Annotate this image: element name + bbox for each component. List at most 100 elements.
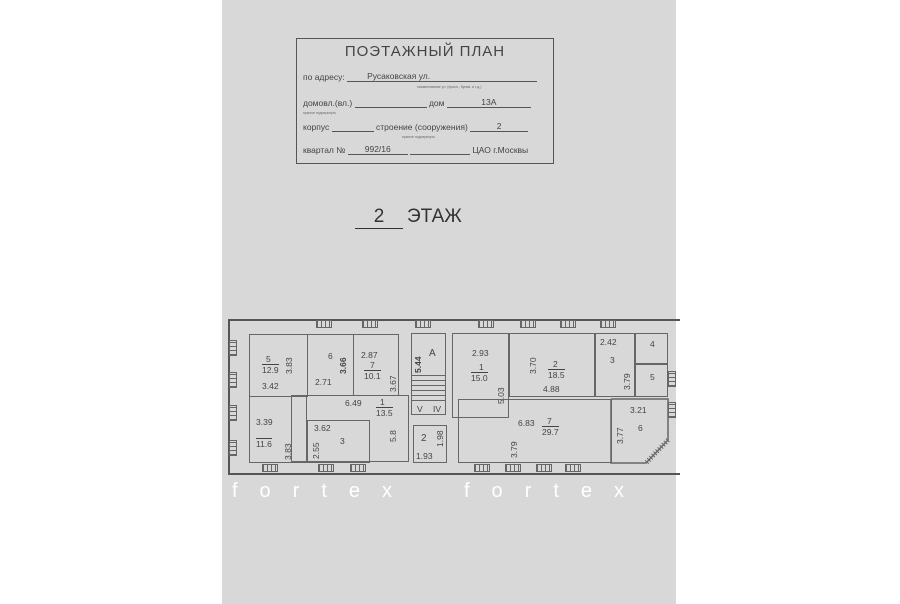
room-number: 2	[421, 433, 427, 444]
room-dimension: 3.42	[262, 381, 279, 391]
room-dimension: 3.70	[528, 357, 538, 374]
address-row: по адресу: Русаковская ул.	[303, 71, 538, 82]
stair-mark-v: V	[417, 404, 423, 414]
window	[229, 440, 237, 456]
district: ЦАО г.Москвы	[472, 145, 529, 155]
room-area: 18.5	[548, 369, 565, 380]
korpus-label: корпус	[303, 122, 330, 132]
room-dimension: 2.87	[361, 350, 378, 360]
room-area: 15.0	[471, 372, 488, 383]
window	[520, 320, 536, 328]
watermark: fortex	[232, 480, 415, 502]
window	[350, 464, 366, 472]
domovl-line	[354, 107, 427, 108]
room-dimension: 6.83	[518, 418, 535, 428]
address-hint: наименование ул. (просп., бульв. и т.д.)	[417, 85, 482, 89]
room-dimension: 3.83	[284, 357, 294, 374]
watermark: fortex	[464, 480, 647, 502]
room-dimension: 3.79	[622, 373, 632, 390]
window	[536, 464, 552, 472]
window	[560, 320, 576, 328]
domovl-label: домовл.(вл.)	[303, 98, 353, 108]
floor-text: ЭТАЖ	[407, 206, 462, 227]
room-number: 3	[340, 436, 345, 446]
stamp-title: ПОЭТАЖНЫЙ ПЛАН	[344, 43, 506, 60]
window	[505, 464, 521, 472]
dom-label: дом	[428, 98, 445, 108]
room-area: 12.9	[262, 364, 279, 375]
room-dimension: 3.67	[388, 375, 398, 392]
stair-mark-iv: IV	[433, 404, 442, 414]
window	[229, 405, 237, 421]
room-dimension: 1.98	[435, 430, 445, 447]
room-number: 7	[547, 416, 552, 426]
room-dimension: 3.66	[338, 357, 348, 374]
room-dimension: 3.62	[314, 423, 331, 433]
room-number: 2	[553, 359, 558, 369]
room-number: 6	[638, 423, 643, 433]
stroenie-value: 2	[470, 121, 529, 132]
room-number: 5	[266, 354, 271, 364]
window	[229, 340, 237, 356]
kvartal-row: квартал № 992/16 ЦАО г.Москвы	[303, 144, 528, 155]
room-r7	[458, 399, 612, 463]
room-r6-outline	[610, 398, 670, 465]
blank-line	[410, 154, 471, 155]
window	[316, 320, 332, 328]
window	[565, 464, 581, 472]
stair-label: А	[429, 348, 436, 359]
window	[478, 320, 494, 328]
room-dimension: 2.93	[472, 348, 489, 358]
address-value: Русаковская ул.	[347, 71, 538, 82]
room-1-corridor	[291, 395, 409, 462]
room-area: 29.7	[542, 426, 559, 437]
staircase	[411, 333, 446, 415]
room-4	[249, 396, 307, 463]
room-dimension: 4.88	[543, 384, 560, 394]
room-number: 1	[380, 397, 385, 407]
room-dimension: 5.8	[388, 430, 398, 442]
room-dimension: 3.21	[630, 405, 647, 415]
title-stamp: ПОЭТАЖНЫЙ ПЛАН по адресу: Русаковская ул…	[296, 38, 554, 164]
address-label: по адресу:	[303, 72, 345, 82]
window	[474, 464, 490, 472]
room-dimension: 3.83	[283, 443, 293, 460]
window	[318, 464, 334, 472]
room-number: 1	[479, 362, 484, 372]
kvartal-label: квартал №	[303, 145, 346, 155]
room-number: 6	[328, 351, 333, 361]
room-r4	[635, 333, 668, 364]
room-area: 13.5	[376, 407, 393, 418]
dom-value: 13А	[446, 97, 531, 108]
room-2-small	[413, 425, 447, 463]
window	[600, 320, 616, 328]
paper-sheet	[222, 0, 676, 604]
room-r1	[452, 333, 509, 418]
room-number: 4	[650, 339, 655, 349]
stroenie-row: корпус строение (сооружения) 2	[303, 121, 529, 132]
floor-plan	[228, 319, 680, 475]
room-dimension: 2.42	[600, 337, 617, 347]
room-dimension: 1.93	[416, 451, 433, 461]
domovl-row: домовл.(вл.) дом 13А	[303, 97, 531, 108]
stairs	[412, 375, 445, 401]
stroenie-hint: нужное подчеркнуть	[402, 135, 436, 139]
window	[362, 320, 378, 328]
stroenie-label: строение (сооружения)	[376, 122, 468, 132]
room-r3	[595, 333, 635, 397]
room-dimension: 2.71	[315, 377, 332, 387]
room-number: 3	[610, 355, 615, 365]
room-number: 7	[370, 360, 375, 370]
room-dimension: 3.77	[615, 427, 625, 444]
window	[668, 371, 676, 387]
room-area: 10.1	[364, 370, 381, 381]
room-dimension: 5.44	[413, 356, 423, 373]
kvartal-value: 992/16	[347, 144, 408, 155]
room-area: 11.6	[256, 438, 272, 449]
room-r5	[635, 364, 668, 397]
window	[262, 464, 278, 472]
room-dimension: 6.49	[345, 398, 362, 408]
floor-number: 2	[355, 206, 403, 229]
room-dimension: 3.39	[256, 417, 273, 427]
room-dimension: 2.55	[311, 442, 321, 459]
